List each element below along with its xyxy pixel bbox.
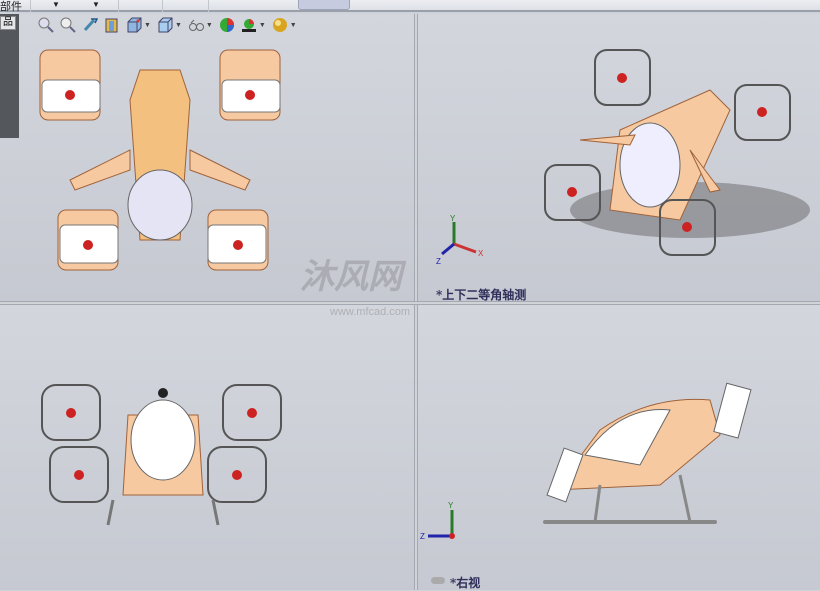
drone-model-top-view[interactable]	[30, 40, 300, 280]
triad-z-label: Z	[436, 257, 441, 264]
coordinate-triad: Y X Z	[436, 214, 484, 264]
view-label-right: *右视	[450, 576, 481, 590]
coordinate-triad: YZ	[420, 501, 455, 541]
edit-appearance-icon[interactable]	[219, 17, 235, 33]
active-tab[interactable]	[298, 0, 350, 10]
chevron-down-icon[interactable]: ▼	[52, 0, 60, 9]
view-label-isometric: *上下二等角轴测	[436, 288, 527, 302]
apply-scene-icon[interactable]	[241, 17, 257, 33]
viewport-divider-horizontal[interactable]	[0, 301, 820, 305]
panel-button[interactable]: 品	[0, 16, 16, 30]
hide-show-items-icon[interactable]	[188, 17, 204, 33]
link-view-icon[interactable]	[431, 577, 445, 584]
heads-up-toolbar: ▼ ▼ ▼ ▼ ▼	[38, 17, 297, 33]
triad-y-label: Y	[448, 501, 454, 510]
triad-z-label: Z	[420, 532, 425, 541]
drone-model-front-view[interactable]	[38, 375, 288, 535]
triad-y-label: Y	[450, 214, 456, 223]
section-view-icon[interactable]	[104, 17, 120, 33]
previous-view-icon[interactable]	[82, 17, 98, 33]
drone-model-right-view[interactable]	[540, 375, 780, 535]
chevron-down-icon[interactable]: ▼	[258, 21, 266, 29]
chevron-down-icon[interactable]: ▼	[92, 0, 100, 9]
view-settings-icon[interactable]	[272, 17, 288, 33]
chevron-down-icon[interactable]: ▼	[205, 21, 213, 29]
watermark-brand: 沐风网	[300, 258, 402, 296]
watermark-url: www.mfcad.com	[330, 306, 411, 318]
view-orientation-icon[interactable]	[126, 17, 142, 33]
tab-assembly[interactable]: 部件	[0, 1, 22, 13]
triad-x-label: X	[478, 249, 484, 258]
chevron-down-icon[interactable]: ▼	[174, 21, 182, 29]
chevron-down-icon[interactable]: ▼	[144, 21, 151, 29]
display-style-icon[interactable]	[157, 17, 173, 33]
feature-tree-panel: 品	[0, 14, 19, 138]
chevron-down-icon[interactable]: ▼	[289, 21, 297, 29]
zoom-area-icon[interactable]	[60, 17, 76, 33]
drone-model-isometric-view[interactable]	[540, 40, 810, 270]
zoom-to-fit-icon[interactable]	[38, 17, 54, 33]
command-manager-tabs: 部件 ▼ ▼	[0, 0, 820, 13]
